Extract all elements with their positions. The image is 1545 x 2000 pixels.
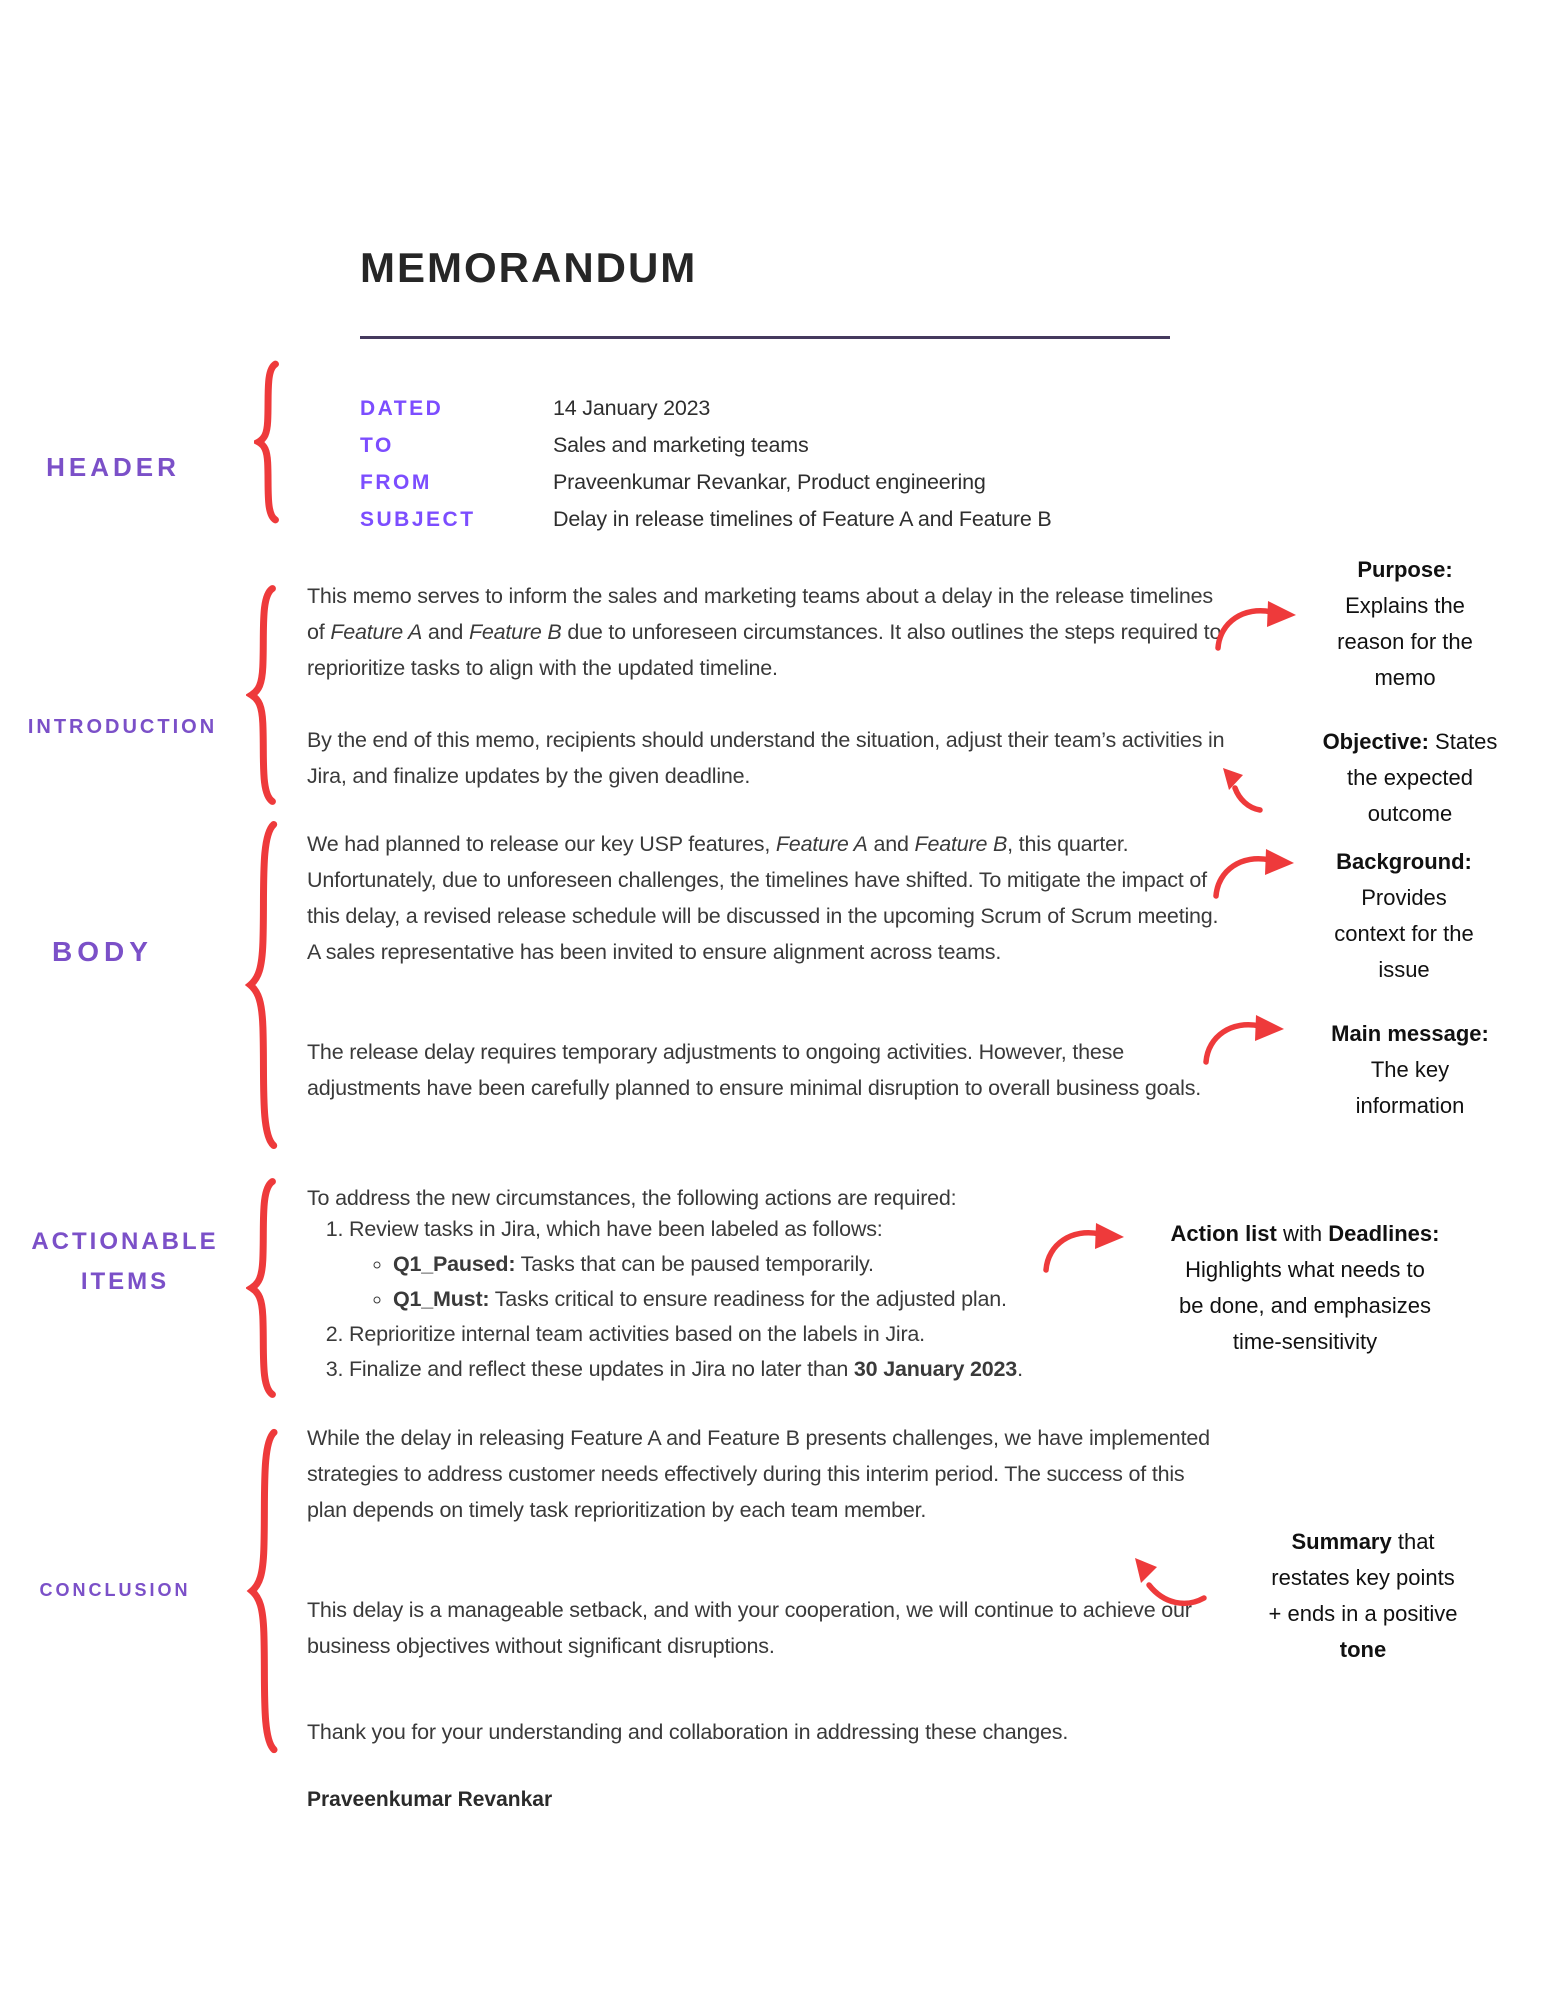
signature: Praveenkumar Revankar [307,1788,553,1811]
introduction-brace-icon [246,583,278,807]
header-row-subject: SUBJECT Delay in release timelines of Fe… [360,501,1052,538]
section-label-actionable-items: ACTIONABLE ITEMS [10,1222,240,1302]
header-field-value: 14 January 2023 [553,396,711,420]
body-paragraph-2: The release delay requires temporary adj… [307,1040,1202,1100]
title-divider [360,336,1170,339]
header-field-label: SUBJECT [360,507,476,531]
body-brace-icon [244,816,280,1154]
section-label-introduction: INTRODUCTION [27,716,218,738]
actionable-sublist: Q1_Paused: Tasks that can be paused temp… [349,1247,1227,1317]
objective-arrow-icon [1223,768,1263,813]
section-label-conclusion: CONCLUSION [39,1580,191,1600]
header-row-to: TO Sales and marketing teams [360,427,1052,464]
section-label-header: HEADER [46,452,180,482]
conclusion-paragraph-1: While the delay in releasing Feature A a… [307,1426,1210,1522]
conclusion-paragraph-2: This delay is a manageable setback, and … [307,1598,1192,1658]
header-field-label: DATED [360,396,444,420]
list-item: Review tasks in Jira, which have been la… [349,1212,1227,1317]
header-field-label: FROM [360,470,432,494]
introduction-paragraph-1: This memo serves to inform the sales and… [307,584,1222,680]
header-field-value: Praveenkumar Revankar, Product engineeri… [553,470,986,494]
actionable-list-block: Review tasks in Jira, which have been la… [307,1212,1227,1387]
section-label-actionable-line1: ACTIONABLE [31,1228,219,1255]
header-field-value: Sales and marketing teams [553,433,809,457]
header-row-dated: DATED 14 January 2023 [360,390,1052,427]
annotation-main-message: Main message: The key information [1331,1021,1489,1118]
summary-arrow-icon [1135,1558,1207,1607]
introduction-paragraph-2: By the end of this memo, recipients shou… [307,728,1225,788]
list-item: Q1_Must: Tasks critical to ensure readin… [393,1282,1227,1317]
header-brace-icon [254,360,280,524]
actionable-intro: To address the new circumstances, the fo… [307,1186,957,1210]
main-message-arrow-icon [1203,1015,1284,1065]
conclusion-paragraph-3: Thank you for your understanding and col… [307,1720,1069,1744]
list-item: Finalize and reflect these updates in Ji… [349,1352,1227,1387]
body-paragraph-1: We had planned to release our key USP fe… [307,832,1219,964]
page-title: MEMORANDUM [360,244,698,291]
annotation-summary: Summary that restates key points + ends … [1268,1529,1458,1662]
annotation-action-list: Action list with Deadlines: Highlights w… [1170,1221,1440,1354]
list-item: Q1_Paused: Tasks that can be paused temp… [393,1247,1227,1282]
header-field-value: Delay in release timelines of Feature A … [553,507,1052,531]
annotation-background: Background: Provides context for the iss… [1334,849,1474,982]
list-item-text: Review tasks in Jira, which have been la… [349,1217,883,1241]
memo-header-block: DATED 14 January 2023 TO Sales and marke… [360,390,1052,538]
conclusion-brace-icon [246,1424,280,1758]
annotation-purpose: Purpose: Explains the reason for the mem… [1337,557,1473,690]
section-label-actionable-line2: ITEMS [80,1268,170,1295]
section-label-body: BODY [52,936,153,967]
actionable-brace-icon [246,1176,278,1400]
header-row-from: FROM Praveenkumar Revankar, Product engi… [360,464,1052,501]
background-arrow-icon [1213,849,1294,899]
list-item: Reprioritize internal team activities ba… [349,1317,1227,1352]
action-list-arrow-icon [1043,1223,1124,1273]
header-field-label: TO [360,433,394,457]
purpose-arrow-icon [1215,601,1296,651]
actionable-list: Review tasks in Jira, which have been la… [307,1212,1227,1387]
annotation-objective: Objective: States the expected outcome [1322,729,1498,826]
